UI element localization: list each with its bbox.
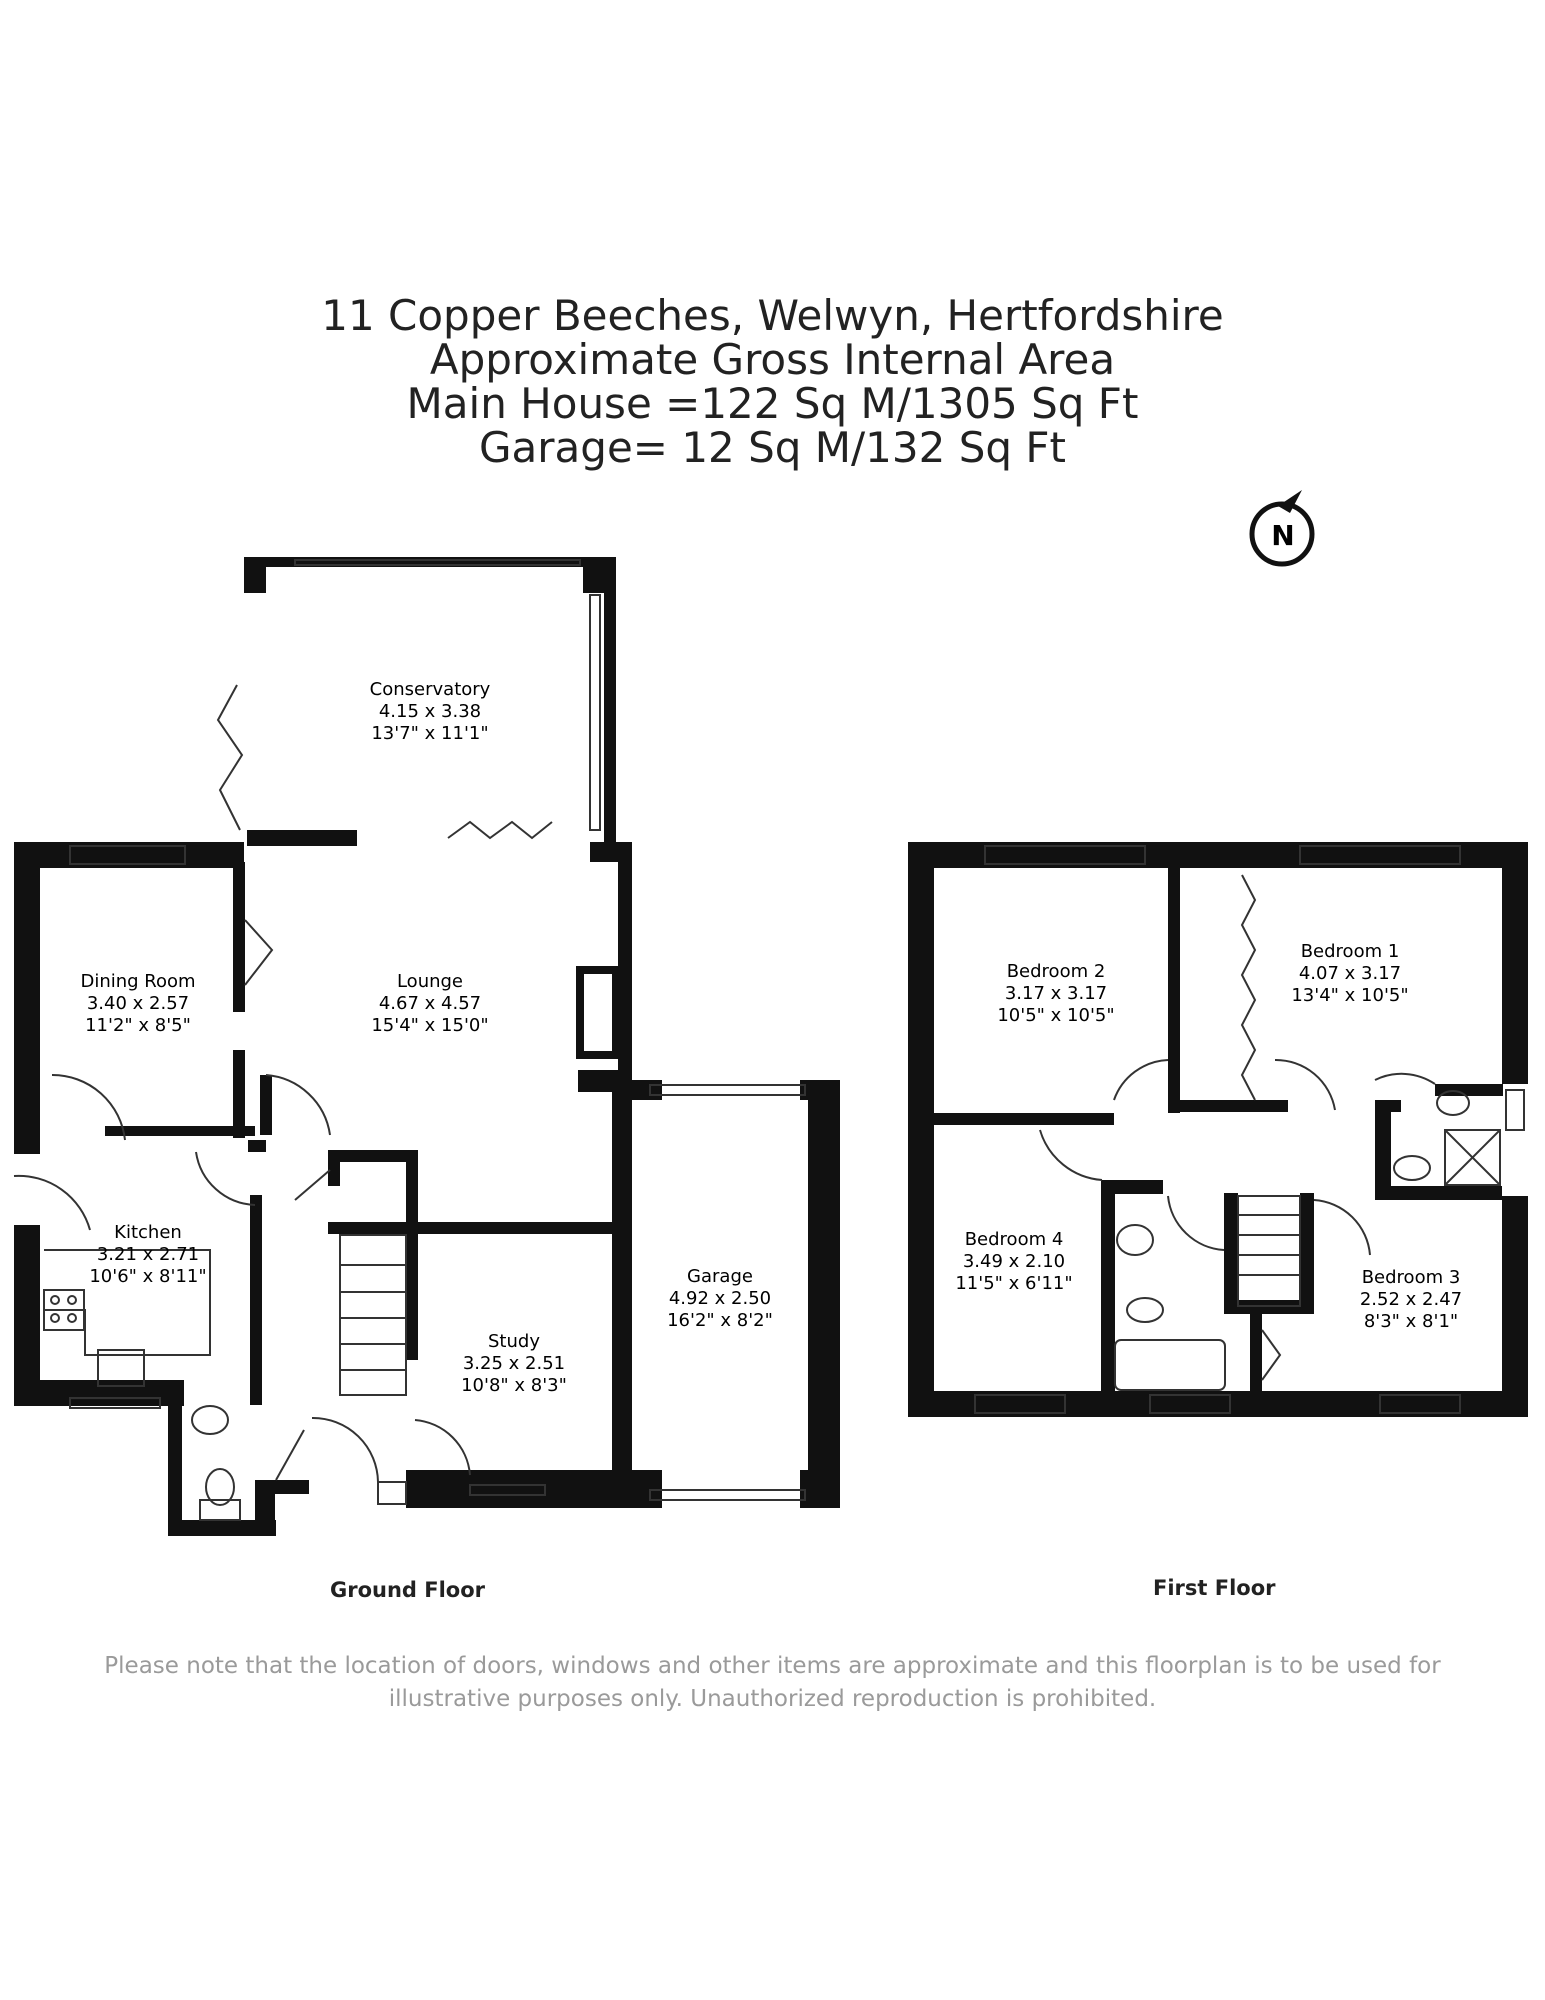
room-conservatory: Conservatory 4.15 x 3.38 13'7" x 11'1" (370, 679, 491, 744)
room-imperial: 10'5" x 10'5" (997, 1005, 1114, 1026)
room-garage: Garage 4.92 x 2.50 16'2" x 8'2" (667, 1266, 773, 1331)
room-metric: 3.25 x 2.51 (463, 1353, 565, 1374)
room-bedroom2: Bedroom 2 3.17 x 3.17 10'5" x 10'5" (997, 961, 1114, 1026)
room-metric: 3.17 x 3.17 (1005, 983, 1107, 1004)
room-name: Garage (687, 1266, 753, 1287)
ground-floor-label: Ground Floor (330, 1578, 486, 1602)
garage-area: Garage= 12 Sq M/132 Sq Ft (479, 423, 1066, 472)
ground-floor-plan (14, 557, 840, 1536)
room-imperial: 11'5" x 6'11" (955, 1273, 1072, 1294)
room-imperial: 13'4" x 10'5" (1291, 985, 1408, 1006)
room-name: Study (488, 1331, 540, 1352)
first-floor-details (974, 845, 1525, 1414)
room-name: Kitchen (114, 1222, 182, 1243)
room-name: Bedroom 3 (1362, 1267, 1461, 1288)
room-kitchen: Kitchen 3.21 x 2.71 10'6" x 8'11" (89, 1222, 206, 1287)
compass-icon: N (1249, 490, 1315, 567)
room-dining: Dining Room 3.40 x 2.57 11'2" x 8'5" (80, 971, 195, 1036)
room-lounge: Lounge 4.67 x 4.57 15'4" x 15'0" (371, 971, 488, 1036)
room-bedroom3: Bedroom 3 2.52 x 2.47 8'3" x 8'1" (1360, 1267, 1462, 1332)
room-metric: 3.40 x 2.57 (87, 993, 189, 1014)
room-metric: 3.21 x 2.71 (97, 1244, 199, 1265)
room-metric: 4.15 x 3.38 (379, 701, 481, 722)
compass-label: N (1271, 519, 1294, 552)
room-imperial: 10'6" x 8'11" (89, 1266, 206, 1287)
room-imperial: 11'2" x 8'5" (85, 1015, 191, 1036)
room-imperial: 10'8" x 8'3" (461, 1375, 567, 1396)
room-name: Dining Room (80, 971, 195, 992)
main-house-area: Main House =122 Sq M/1305 Sq Ft (406, 379, 1139, 428)
room-metric: 4.67 x 4.57 (379, 993, 481, 1014)
room-imperial: 8'3" x 8'1" (1364, 1311, 1458, 1332)
room-name: Bedroom 2 (1007, 961, 1106, 982)
area-title: Approximate Gross Internal Area (429, 335, 1116, 384)
room-bedroom4: Bedroom 4 3.49 x 2.10 11'5" x 6'11" (955, 1229, 1072, 1294)
disclaimer-note: Please note that the location of doors, … (104, 1653, 1441, 1712)
first-floor-label: First Floor (1153, 1576, 1276, 1600)
room-name: Conservatory (370, 679, 491, 700)
room-metric: 3.49 x 2.10 (963, 1251, 1065, 1272)
room-name: Lounge (397, 971, 463, 992)
room-bedroom1: Bedroom 1 4.07 x 3.17 13'4" x 10'5" (1291, 941, 1408, 1006)
room-imperial: 16'2" x 8'2" (667, 1310, 773, 1331)
room-metric: 2.52 x 2.47 (1360, 1289, 1462, 1310)
ground-floor-details (13, 559, 806, 1521)
room-name: Bedroom 4 (965, 1229, 1064, 1250)
room-metric: 4.92 x 2.50 (669, 1288, 771, 1309)
address-title: 11 Copper Beeches, Welwyn, Hertfordshire (321, 291, 1224, 340)
room-imperial: 15'4" x 15'0" (371, 1015, 488, 1036)
room-name: Bedroom 1 (1301, 941, 1400, 962)
room-imperial: 13'7" x 11'1" (371, 723, 488, 744)
room-metric: 4.07 x 3.17 (1299, 963, 1401, 984)
room-study: Study 3.25 x 2.51 10'8" x 8'3" (461, 1331, 567, 1396)
